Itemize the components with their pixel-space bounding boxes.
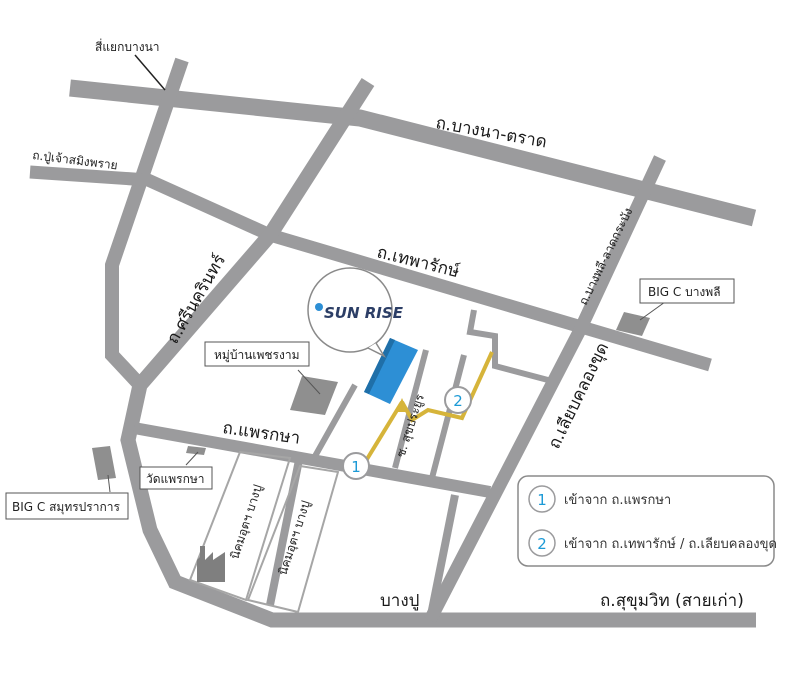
- road-liap-khlong-khut: [424, 155, 666, 623]
- label-sukhumvit-old: ถ.สุขุมวิท (สายเก่า): [600, 591, 744, 611]
- road-south-connector-b: [426, 494, 459, 621]
- legend-item-1-number: 1: [537, 491, 547, 509]
- road-srinakarin: [120, 77, 756, 628]
- entry-marker-1-number: 1: [351, 458, 361, 476]
- road-soi-sukprayun: [392, 349, 429, 469]
- sunrise-logo-dot-icon: [315, 303, 323, 311]
- road-soi-upper: [466, 309, 549, 383]
- mooban-phetcharangam-label: หมู่บ้านเพชรงาม: [214, 348, 300, 363]
- route-arrow-icon: [396, 398, 408, 412]
- big-c-bangphli-building: [616, 312, 650, 336]
- legend-item-2-text: เข้าจาก ถ.เทพารักษ์ / ถ.เลียบคลองขุด: [564, 536, 777, 552]
- legend-item-1-text: เข้าจาก ถ.แพรกษา: [564, 493, 671, 508]
- legend-item-1: 1 เข้าจาก ถ.แพรกษา: [528, 485, 671, 513]
- road-bangna-junction-branch: [105, 57, 189, 390]
- route-from-phraeksa: [362, 400, 404, 466]
- entry-marker-2-number: 2: [453, 392, 463, 410]
- legend-item-2: 2 เข้าจาก ถ.เทพารักษ์ / ถ.เลียบคลองขุด: [528, 529, 777, 557]
- road-soi-west: [311, 383, 358, 460]
- project-building: [364, 338, 418, 404]
- route-from-thepharak: [400, 351, 494, 423]
- label-bangphli-ladkrabang: ถ.บางพลี-ลาดกระบัง: [576, 206, 635, 308]
- road-puchao-samingprai: [29, 165, 712, 372]
- legend-item-2-number: 2: [537, 535, 547, 553]
- sunrise-logo-text: SUN RISE: [324, 304, 404, 322]
- label-soi-sukprayun: ซ. สุขประยูร: [394, 392, 429, 459]
- wat-phraeksa-building: [186, 446, 206, 455]
- factory-icon: [197, 546, 225, 582]
- industrial-estate-parcel-2: [246, 464, 340, 614]
- big-c-bangphli-label: BIG C บางพลี: [648, 285, 721, 299]
- mooban-phetcharangam-building: [290, 376, 338, 415]
- entry-marker-1: 1: [342, 452, 370, 480]
- label-liap-khlong-khut: ถ.เลียบคลองขุด: [545, 339, 614, 452]
- industrial-estate-label-1: นิคมอุตฯ บางปู: [228, 483, 266, 561]
- road-phraeksa: [132, 422, 492, 498]
- access-route: [362, 351, 494, 466]
- industrial-estate-parcel-1: [188, 450, 292, 602]
- project-callout-bubble: [307, 267, 393, 353]
- wat-phraeksa-label: วัดแพรกษา: [146, 472, 205, 486]
- entry-marker-2: 2: [444, 386, 472, 414]
- legend: 1 เข้าจาก ถ.แพรกษา 2 เข้าจาก ถ.เทพารักษ์…: [517, 475, 777, 567]
- sunrise-project: SUN RISE: [307, 267, 418, 404]
- label-bang-pu: บางปู: [380, 591, 419, 611]
- big-c-samutprakan-building: [92, 446, 116, 480]
- landmarks: หมู่บ้านเพชรงาม วัดแพรกษา BIG C สมุทรปรา…: [5, 278, 735, 520]
- big-c-samutprakan-label: BIG C สมุทรปราการ: [12, 500, 120, 515]
- place-labels: สี่แยกบางนา บางปู: [95, 38, 419, 611]
- label-bangna-junction: สี่แยกบางนา: [95, 38, 160, 54]
- legend-box: [517, 475, 775, 567]
